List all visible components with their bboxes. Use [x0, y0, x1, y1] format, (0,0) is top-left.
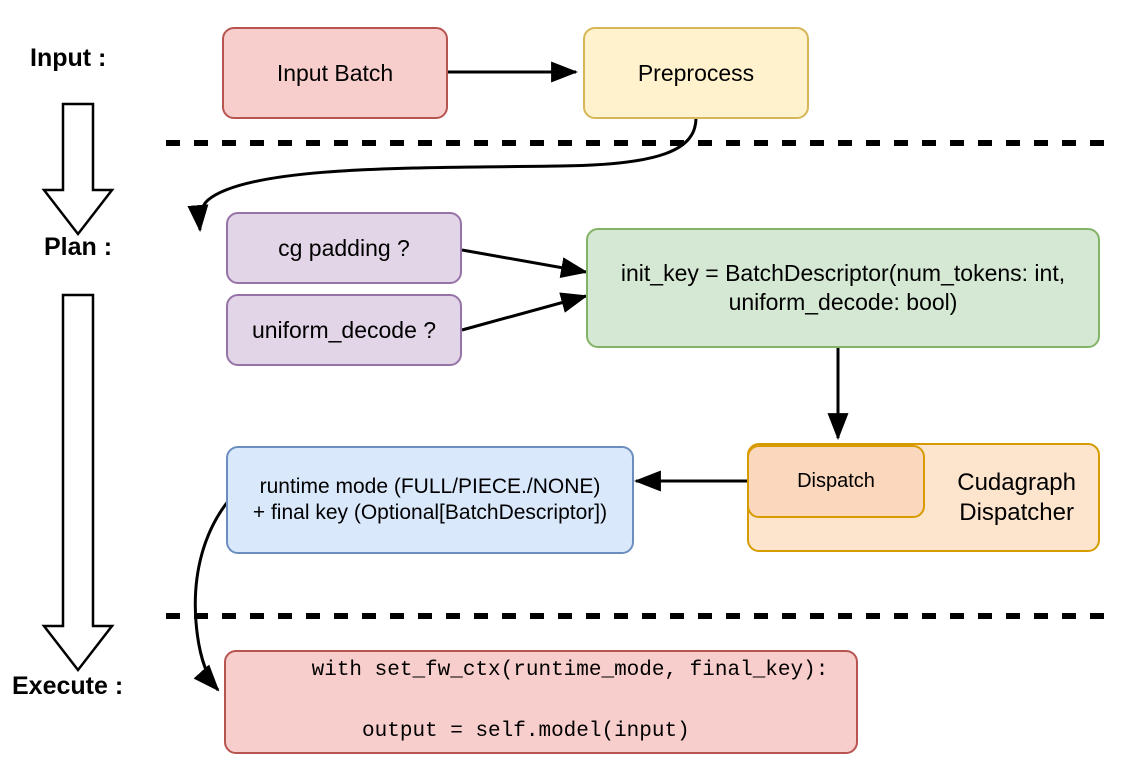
node-execute-code-line1: with set_fw_ctx(runtime_mode, final_key)… — [311, 659, 829, 683]
edge-cg-padding-to-init-key — [461, 248, 589, 278]
node-execute-code-line2: output = self.model(input) — [311, 720, 690, 744]
flow-arrow-input-to-plan — [41, 102, 115, 237]
node-dispatch-label: Dispatch — [797, 470, 875, 492]
node-dispatch[interactable]: Dispatch — [747, 445, 925, 518]
node-init-key-line2: uniform_decode: bool) — [728, 289, 958, 315]
node-runtime-mode-line1: runtime mode (FULL/PIECE./NONE) — [259, 474, 601, 498]
node-runtime-mode[interactable]: runtime mode (FULL/PIECE./NONE) + final … — [226, 446, 634, 554]
stage-label-execute: Execute : — [12, 672, 124, 700]
node-init-key[interactable]: init_key = BatchDescriptor(num_tokens: i… — [586, 228, 1100, 348]
node-cg-padding[interactable]: cg padding ? — [226, 212, 462, 284]
node-preprocess-label: Preprocess — [637, 59, 755, 86]
node-cudagraph-dispatcher-line2: Dispatcher — [959, 498, 1074, 526]
node-preprocess[interactable]: Preprocess — [583, 27, 809, 119]
node-uniform-decode-label: uniform_decode ? — [251, 316, 437, 343]
node-input-batch[interactable]: Input Batch — [222, 27, 448, 119]
node-init-key-line1: init_key = BatchDescriptor(num_tokens: i… — [620, 260, 1066, 287]
flow-arrow-plan-to-execute — [41, 293, 115, 673]
stage-label-input: Input : — [30, 44, 107, 72]
node-input-batch-label: Input Batch — [276, 59, 394, 86]
node-runtime-mode-line2: + final key (Optional[BatchDescriptor]) — [252, 501, 608, 524]
stage-label-plan: Plan : — [44, 233, 113, 261]
node-cg-padding-label: cg padding ? — [278, 234, 410, 261]
node-execute-code[interactable]: with set_fw_ctx(runtime_mode, final_key)… — [224, 650, 858, 754]
edge-uniform-decode-to-init-key — [461, 292, 589, 332]
node-uniform-decode[interactable]: uniform_decode ? — [226, 294, 462, 366]
node-cudagraph-dispatcher-line1: Cudagraph — [957, 468, 1076, 496]
